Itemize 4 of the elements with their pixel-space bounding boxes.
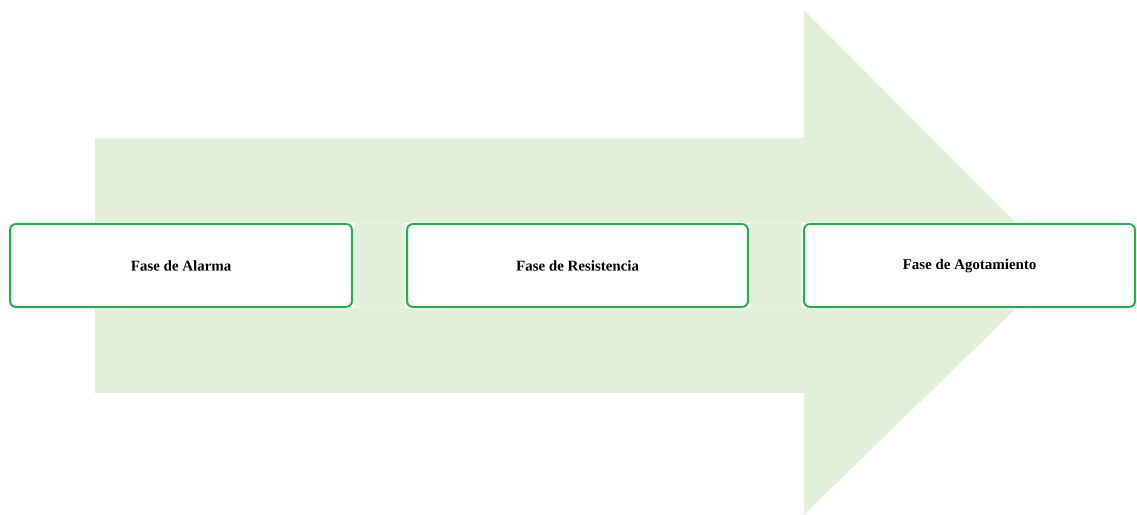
process-arrow (94, 10, 1017, 515)
phase-box: Fase de Alarma (8, 222, 354, 309)
phase-box: Fase de Agotamiento (802, 222, 1137, 309)
phase-box: Fase de Resistencia (405, 222, 750, 309)
